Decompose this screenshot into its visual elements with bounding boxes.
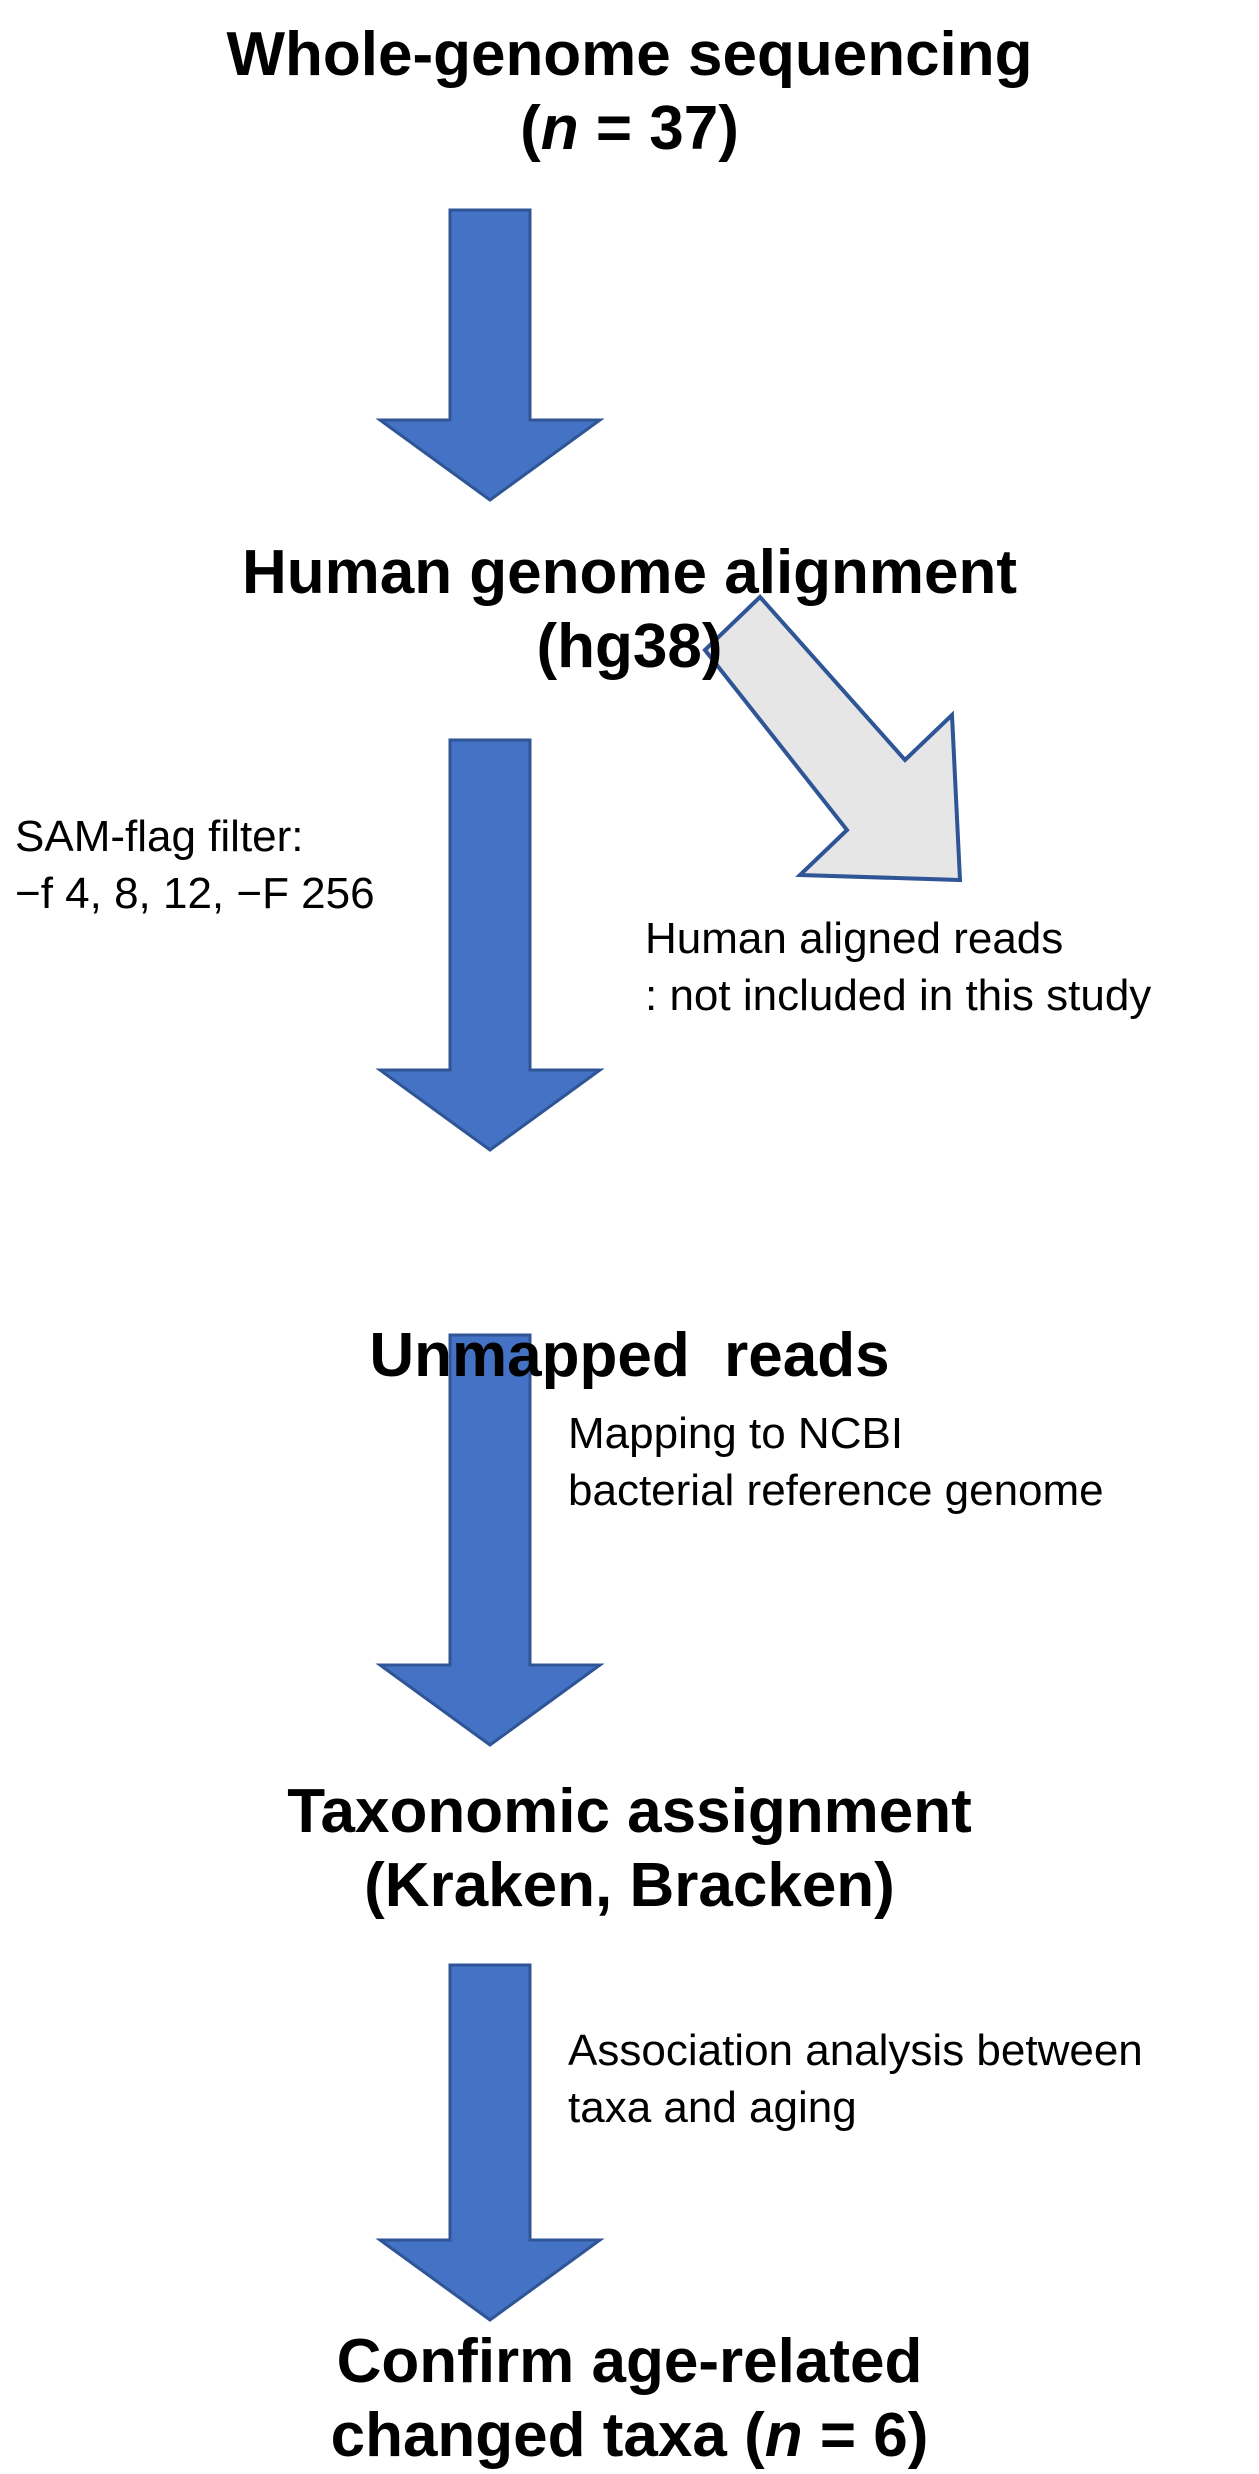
step-whole-genome-sequencing: Whole-genome sequencing (n = 37) (0, 18, 1259, 167)
down-arrow-3 (375, 1333, 605, 1747)
note-sam-flag-filter-line1: SAM-flag filter: (15, 812, 304, 861)
step-5-title: Confirm age-related (336, 2327, 923, 2396)
step-1-count-n: n (540, 94, 579, 164)
note-sam-flag-filter: SAM-flag filter: −f 4, 8, 12, −F 256 (15, 808, 375, 922)
step-2-reference: (hg38) (536, 612, 723, 682)
step-unmapped-reads: Unmapped reads (0, 1170, 1259, 1468)
note-ncbi-mapping: Mapping to NCBI bacterial reference geno… (568, 1405, 1104, 1519)
note-ncbi-mapping-line1: Mapping to NCBI (568, 1409, 904, 1458)
step-1-count-value: = 37) (578, 94, 739, 164)
note-human-aligned-reads-line2: : not included in this study (645, 971, 1152, 1021)
step-4-title: Taxonomic assignment (287, 1777, 972, 1846)
step-5-count-prefix: changed taxa ( (330, 2401, 765, 2471)
step-4-tools: (Kraken, Bracken) (364, 1851, 895, 1921)
note-association-analysis-line1: Association analysis between (568, 2026, 1143, 2075)
step-5-count: changed taxa (n = 6) (0, 2399, 1259, 2473)
note-ncbi-mapping-line2: bacterial reference genome (568, 1466, 1104, 1516)
down-arrow-1 (375, 208, 605, 502)
note-sam-flag-filter-line2: −f 4, 8, 12, −F 256 (15, 869, 375, 919)
step-1-count-open: ( (520, 94, 541, 164)
step-confirm-age-related-taxa: Confirm age-related changed taxa (n = 6) (0, 2325, 1259, 2474)
down-arrow-2 (375, 738, 605, 1152)
step-5-count-n: n (764, 2401, 803, 2471)
step-1-count: (n = 37) (0, 92, 1259, 166)
note-human-aligned-reads: Human aligned reads : not included in th… (645, 910, 1151, 1024)
step-1-title: Whole-genome sequencing (226, 20, 1033, 89)
side-arrow-excluded (702, 594, 963, 883)
step-human-genome-alignment: Human genome alignment (hg38) (0, 536, 1259, 685)
step-5-count-value: = 6) (802, 2401, 929, 2471)
note-association-analysis-line2: taxa and aging (568, 2083, 857, 2133)
step-3-title: Unmapped reads (369, 1320, 890, 1390)
step-2-title: Human genome alignment (241, 538, 1018, 607)
step-taxonomic-assignment: Taxonomic assignment (Kraken, Bracken) (0, 1775, 1259, 1924)
note-human-aligned-reads-line1: Human aligned reads (645, 914, 1064, 963)
down-arrow-4 (375, 1963, 605, 2322)
note-association-analysis: Association analysis between taxa and ag… (568, 2022, 1143, 2136)
